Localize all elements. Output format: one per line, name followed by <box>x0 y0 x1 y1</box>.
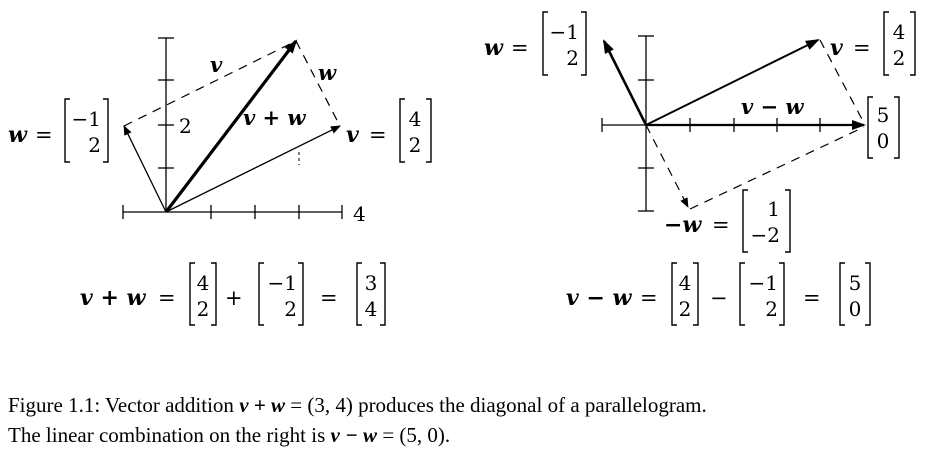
svg-text:=: = <box>369 123 387 147</box>
svg-text:5: 5 <box>877 103 890 127</box>
left-diagram: v w v + w 2 4 w = −1 2 v = 4 2 <box>8 37 432 226</box>
left-w-arrow <box>123 125 167 213</box>
left-w-name: w <box>8 122 28 148</box>
svg-text:v − w: v − w <box>566 285 633 311</box>
left-w-bracket-l <box>64 98 70 163</box>
svg-text:=: = <box>320 286 338 310</box>
right-w-arrow <box>602 39 648 126</box>
svg-text:−1: −1 <box>550 20 579 44</box>
right-equation: v − w = 4 2 − −1 2 = 5 0 <box>566 262 871 326</box>
svg-text:+: + <box>225 286 243 310</box>
right-neg-w-name: −w <box>664 212 702 238</box>
svg-text:=: = <box>511 36 529 60</box>
svg-text:4: 4 <box>409 107 422 131</box>
left-tick-2: 2 <box>179 114 192 138</box>
left-v-arrow <box>165 125 341 213</box>
svg-text:4: 4 <box>197 271 210 295</box>
left-ticks <box>122 37 343 219</box>
svg-text:−2: −2 <box>751 223 780 247</box>
svg-text:=: = <box>158 286 176 310</box>
svg-text:−1: −1 <box>749 271 778 295</box>
figure-caption: Figure 1.1: Vector addition v + w = (3, … <box>8 393 707 447</box>
right-diff-label: v − w <box>741 94 804 119</box>
svg-text:=: = <box>803 286 821 310</box>
svg-text:2: 2 <box>893 46 906 70</box>
left-sum-arrow <box>164 39 298 213</box>
svg-text:4: 4 <box>365 297 378 321</box>
svg-text:2: 2 <box>765 297 778 321</box>
svg-text:=: = <box>853 36 871 60</box>
caption-fig-label: Figure 1.1: <box>8 393 101 417</box>
left-w-bracket-r <box>103 98 109 163</box>
svg-text:5: 5 <box>849 271 862 295</box>
right-w-name: w <box>484 35 504 61</box>
left-v-name: v <box>346 122 359 148</box>
svg-text:1: 1 <box>767 197 780 221</box>
svg-text:2: 2 <box>197 297 210 321</box>
left-equation: v + w = 4 2 + −1 2 = 3 4 <box>80 262 386 326</box>
left-tick-4: 4 <box>353 202 366 226</box>
svg-text:4: 4 <box>893 20 906 44</box>
right-dashed-bottom <box>689 126 865 210</box>
svg-text:v + w: v + w <box>80 285 147 311</box>
svg-text:=: = <box>712 213 730 237</box>
svg-text:2: 2 <box>284 297 297 321</box>
svg-text:2: 2 <box>679 297 692 321</box>
svg-text:−1: −1 <box>268 271 297 295</box>
svg-text:0: 0 <box>849 297 862 321</box>
svg-text:2: 2 <box>409 133 422 157</box>
left-label-sum: v + w <box>243 105 306 130</box>
svg-text:3: 3 <box>365 271 378 295</box>
right-neg-w-arrow <box>645 124 689 208</box>
svg-text:=: = <box>640 286 658 310</box>
svg-text:−1: −1 <box>72 107 101 131</box>
svg-text:2: 2 <box>88 133 101 157</box>
right-diagram: w = −1 2 v = 4 2 v − w 5 0 −w = 1 −2 <box>484 11 916 253</box>
svg-text:4: 4 <box>679 271 692 295</box>
svg-text:2: 2 <box>566 46 579 70</box>
left-label-v: v <box>210 52 223 77</box>
left-w-eq: = <box>35 123 53 147</box>
right-v-name: v <box>830 35 843 61</box>
svg-text:0: 0 <box>877 129 890 153</box>
svg-text:−: − <box>710 286 728 310</box>
left-label-w: w <box>318 60 337 85</box>
right-ticks <box>601 35 821 212</box>
right-v-arrow <box>645 39 820 126</box>
